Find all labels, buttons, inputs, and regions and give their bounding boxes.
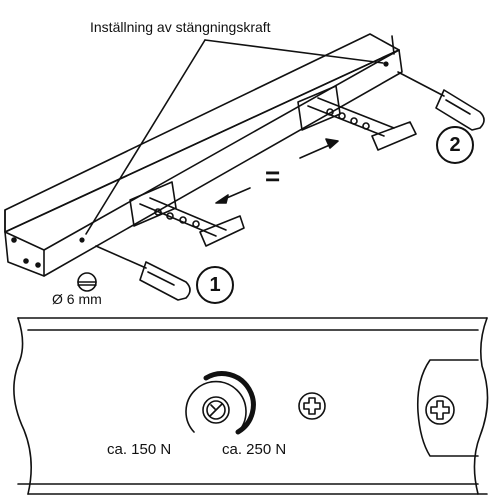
chain-2	[297, 85, 417, 151]
phillips-screw-icon-2	[425, 395, 455, 425]
closing-force-label: Inställning av stängningskraft	[90, 19, 271, 35]
force-min-label: ca. 150 N	[107, 441, 172, 458]
force-max-label: ca. 250 N	[222, 441, 287, 458]
adjust-hole-back	[383, 61, 389, 67]
closeup-housing	[13, 317, 489, 495]
arrow-left	[215, 187, 251, 204]
adjust-hole-front	[79, 237, 85, 243]
arrow-right	[299, 138, 339, 159]
leader-lines	[85, 39, 384, 235]
screwdriver-1	[95, 245, 191, 301]
screwdriver-size-label: Ø 6 mm	[52, 291, 102, 307]
step-1-badge: 1	[196, 266, 234, 304]
adjustment-dial	[185, 371, 256, 435]
step-2-badge: 2	[436, 126, 474, 164]
screwdriver-2	[397, 71, 485, 131]
equals-sign: =	[265, 161, 281, 191]
chain-1	[129, 181, 245, 247]
flathead-screw-icon	[77, 272, 97, 292]
drive-unit-housing	[4, 33, 403, 277]
phillips-screw-icon-1	[298, 392, 326, 420]
